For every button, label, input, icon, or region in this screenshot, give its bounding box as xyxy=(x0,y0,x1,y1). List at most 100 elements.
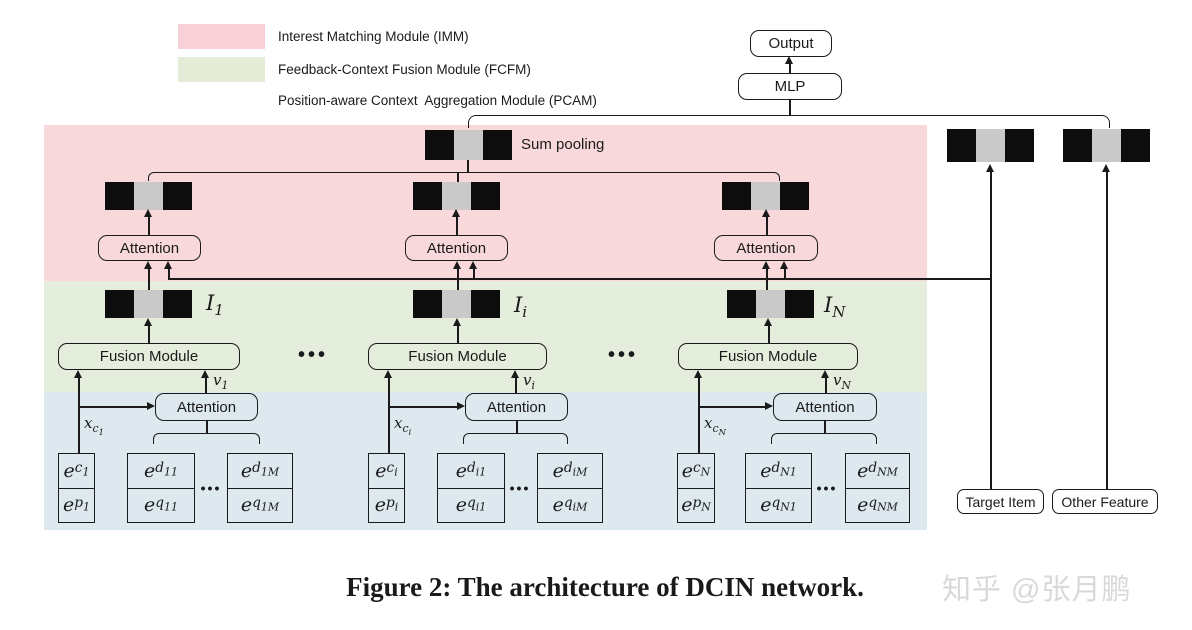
embedding-segment-light xyxy=(442,290,471,318)
interest-embedding-2 xyxy=(413,290,500,318)
fusion-ellipsis-1: ••• xyxy=(298,344,329,366)
embedding-segment-dark xyxy=(780,182,809,210)
mlp-to-output-line xyxy=(789,60,791,73)
branch-line xyxy=(78,406,148,408)
other-feature-embedding xyxy=(1063,129,1150,162)
other-feature-box: Other Feature xyxy=(1052,489,1158,514)
arrow-line xyxy=(148,216,150,235)
interest-label-2: Ii xyxy=(514,293,528,322)
branch-line xyxy=(698,406,766,408)
embedding-segment-light xyxy=(1092,129,1121,162)
interest-embedding-1 xyxy=(105,290,192,318)
embedding-segment-light xyxy=(442,182,471,210)
sum-pooling-label: Sum pooling xyxy=(521,136,605,153)
mlp-to-output-arrowhead xyxy=(785,56,793,64)
embedding-segment-dark xyxy=(425,130,454,160)
context-line xyxy=(78,378,80,453)
arrowhead-right xyxy=(457,402,465,410)
arrowhead xyxy=(821,370,829,378)
arrowhead xyxy=(764,318,772,326)
v-label-2: vi xyxy=(523,371,535,392)
arrowhead xyxy=(74,370,82,378)
target-item-line xyxy=(990,172,992,490)
mlp-box: MLP xyxy=(738,73,842,100)
imm-embedding-2 xyxy=(413,182,500,210)
branch-line xyxy=(388,406,458,408)
arrow-line xyxy=(148,269,150,290)
output-box: Output xyxy=(750,30,832,57)
target-item-embedding xyxy=(947,129,1034,162)
legend-label-imm: Interest Matching Module (IMM) xyxy=(278,29,469,44)
embedding-segment-light xyxy=(134,290,163,318)
arrow-line xyxy=(768,326,770,343)
arrowhead xyxy=(164,261,172,269)
arrowhead-right xyxy=(765,402,773,410)
bracket-tick xyxy=(824,421,826,433)
embedding-segment-dark xyxy=(1121,129,1150,162)
arrowhead xyxy=(452,209,460,217)
embedding-segment-dark xyxy=(1005,129,1034,162)
fusion-module-2: Fusion Module xyxy=(368,343,547,370)
pcam-attention-2: Attention xyxy=(465,393,568,421)
pcam-attention-1: Attention xyxy=(155,393,258,421)
v-label-1: v1 xyxy=(213,371,229,392)
embedding-segment-dark xyxy=(413,182,442,210)
arrowhead xyxy=(780,261,788,269)
legend-swatch-imm xyxy=(178,24,265,49)
imm-attention-2: Attention xyxy=(405,235,508,261)
embedding-segment-dark xyxy=(105,290,134,318)
arrowhead xyxy=(694,370,702,378)
embedding-segment-light xyxy=(756,290,785,318)
interest-label-3: IN xyxy=(824,293,846,322)
arrow-line xyxy=(515,378,517,393)
context-line xyxy=(388,378,390,453)
arrow-line xyxy=(473,269,475,279)
sum-pooling-collector xyxy=(148,172,780,181)
arrow-line xyxy=(456,216,458,235)
embedding-segment-light xyxy=(134,182,163,210)
embedding-segment-light xyxy=(454,130,483,160)
fusion-ellipsis-2: ••• xyxy=(608,344,639,366)
arrowhead xyxy=(986,164,994,172)
embedding-segment-dark xyxy=(163,182,192,210)
arrowhead xyxy=(144,261,152,269)
imm-embedding-1 xyxy=(105,182,192,210)
attention-span-bracket-3 xyxy=(771,433,877,444)
arrow-line xyxy=(784,269,786,279)
arrow-line xyxy=(766,216,768,235)
legend-swatch-fcfm xyxy=(178,57,265,82)
embedding-segment-dark xyxy=(727,290,756,318)
collector-stub-mid xyxy=(457,173,459,182)
arrowhead xyxy=(469,261,477,269)
arrowhead xyxy=(144,318,152,326)
arrowhead-right xyxy=(147,402,155,410)
legend-label-fcfm: Feedback-Context Fusion Module (FCFM) xyxy=(278,62,531,77)
arrowhead xyxy=(384,370,392,378)
arrowhead xyxy=(511,370,519,378)
embedding-segment-dark xyxy=(722,182,751,210)
sum-pooling-embedding xyxy=(425,130,512,160)
attention-span-bracket-1 xyxy=(153,433,260,444)
legend-swatch-pcam xyxy=(178,88,265,113)
embedding-segment-dark xyxy=(483,130,512,160)
x-label-1: xc1 xyxy=(84,414,105,439)
fusion-module-1: Fusion Module xyxy=(58,343,240,370)
arrow-line xyxy=(168,269,170,279)
